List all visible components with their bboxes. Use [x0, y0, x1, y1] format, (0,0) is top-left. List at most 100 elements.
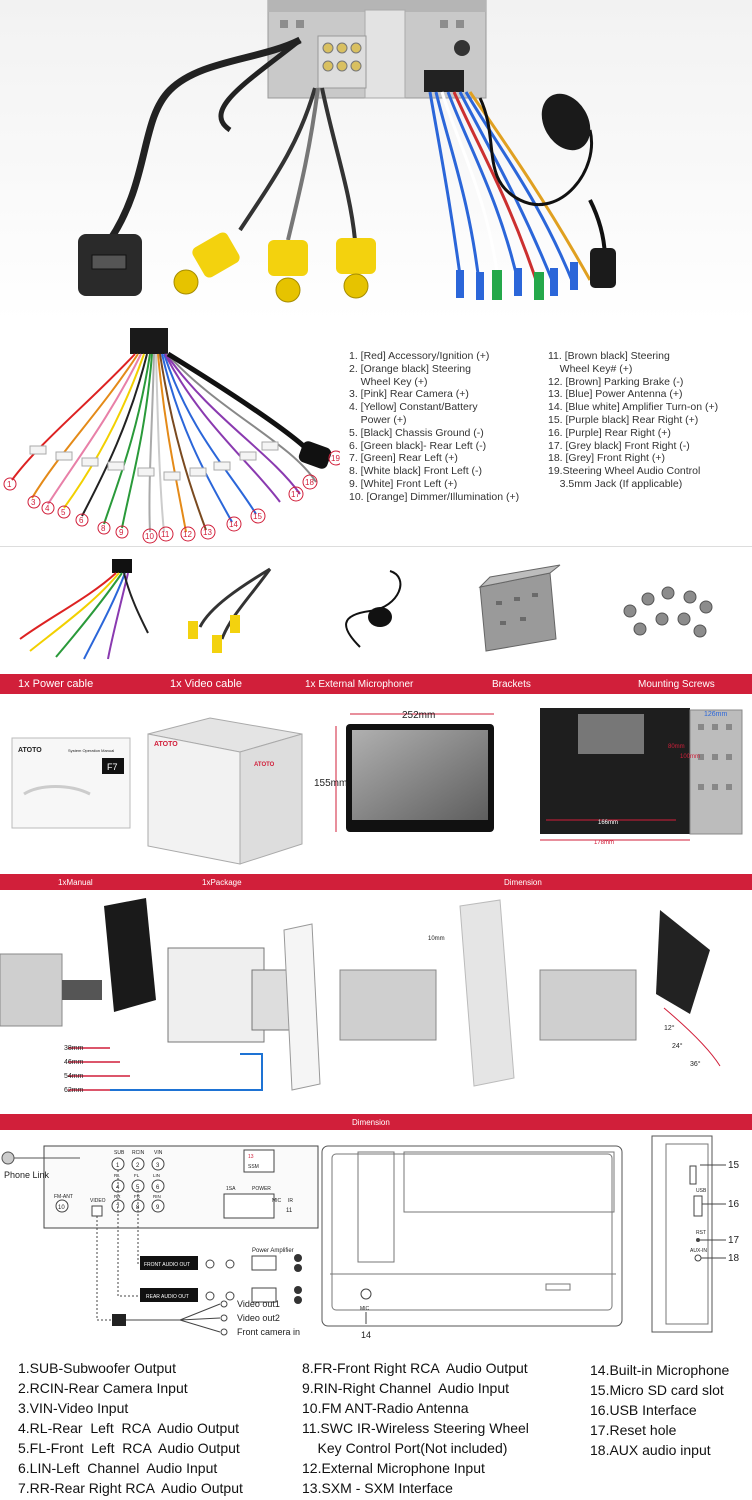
- dimension-label: Dimension: [504, 877, 542, 887]
- dimension-band-title: Dimension: [352, 1117, 390, 1127]
- legend-col-3: 14.Built-in Microphone 15.Micro SD card …: [590, 1360, 729, 1460]
- harness-legend-line: 9. [White] Front Left (+): [349, 477, 458, 490]
- package-section: ATOTO System Operation Manual F7 ATOTO A…: [0, 694, 752, 874]
- harness-legend-line: 13. [Blue] Power Antenna (+): [548, 388, 683, 401]
- mic-front-label: MIC: [360, 1306, 370, 1312]
- harness-legend-line: 14. [Blue white] Amplifier Turn-on (+): [548, 401, 719, 414]
- mic-num-14: 14: [361, 1330, 371, 1340]
- harness-num-4: 4: [45, 504, 50, 513]
- legend-item: 9.RIN-Right Channel Audio Input: [302, 1380, 510, 1396]
- port-10: 10: [58, 1205, 65, 1211]
- manual-brand: ATOTO: [18, 747, 42, 754]
- legend-item: 8.FR-Front Right RCA Audio Output: [302, 1360, 528, 1376]
- legend-item: 6.LIN-Left Channel Audio Input: [18, 1460, 218, 1476]
- body-w2: 178mm: [594, 840, 614, 846]
- fl-label: FL: [134, 1173, 140, 1178]
- harness-legend-line: 12. [Brown] Parking Brake (-): [548, 375, 684, 388]
- harness-legend-line: 16. [Purple] Rear Right (+): [548, 426, 671, 439]
- tilt-angle-36: 36°: [690, 1060, 701, 1068]
- harness-num-1: 1: [7, 480, 12, 489]
- video-out2-label: Video out2: [237, 1313, 280, 1323]
- harness-legend-line: 6. [Green black]- Rear Left (-): [349, 439, 487, 452]
- legend-col-2: 8.FR-Front Right RCA Audio Output 9.RIN-…: [302, 1358, 529, 1498]
- rst-label: RST: [696, 1230, 706, 1236]
- manual-model: F7: [107, 762, 118, 772]
- rcin-label: RCIN: [132, 1150, 145, 1156]
- package-illustration: ATOTO System Operation Manual F7 ATOTO A…: [11, 708, 743, 865]
- fm-ant-label: FM-ANT: [54, 1194, 73, 1200]
- harness-legend-line: 4. [Yellow] Constant/Battery: [349, 401, 478, 414]
- power-amp-label: Power Amplifier: [252, 1248, 294, 1254]
- accessories-section: [0, 546, 752, 674]
- power-label: POWER: [252, 1186, 271, 1192]
- harness-legend-line: 5. [Black] Chassis Ground (-): [349, 426, 484, 439]
- side-dim-38: 38mm: [64, 1045, 84, 1052]
- port-13: 13: [248, 1154, 254, 1160]
- sub-label: SUB: [114, 1150, 125, 1156]
- rear-audio-out-label: REAR AUDIO OUT: [146, 1294, 189, 1300]
- side-dim-62: 62mm: [64, 1087, 84, 1094]
- rr-label: RR: [114, 1194, 121, 1199]
- legend-item: 4.RL-Rear Left RCA Audio Output: [18, 1420, 240, 1436]
- manual-title: System Operation Manual: [68, 748, 114, 753]
- phone-link-label: Phone Link: [4, 1170, 50, 1180]
- harness-legend-line: 8. [White black] Front Left (-): [349, 465, 483, 478]
- legend-item: 10.FM ANT-Radio Antenna: [302, 1400, 469, 1416]
- harness-legend-line: 15. [Purple black] Rear Right (+): [548, 413, 699, 426]
- rin-label: RIN: [153, 1194, 161, 1199]
- ports-section: Phone Link FM-ANT 10 VIDEO SUB RCIN VIN …: [0, 1130, 752, 1352]
- port-11: 11: [286, 1208, 293, 1214]
- side-num-18: 18: [728, 1253, 740, 1264]
- port-6: 6: [156, 1185, 160, 1191]
- port-1: 1: [116, 1163, 120, 1169]
- tilt-angle-12: 12°: [664, 1024, 675, 1032]
- rl-label: RL: [114, 1173, 120, 1178]
- tilt-dims-section: 38mm 46mm 54mm 62mm 10mm 12° 24° 36°: [0, 890, 752, 1114]
- harness-num-5: 5: [61, 508, 66, 517]
- legend-item: 11.SWC IR-Wireless Steering Wheel: [302, 1420, 529, 1436]
- harness-num-19: 19: [331, 454, 340, 463]
- fr-label: FR: [134, 1194, 141, 1199]
- legend-item: 18.AUX audio input: [590, 1442, 711, 1458]
- harness-legend-line: 11. [Brown black] Steering: [548, 350, 670, 362]
- front-audio-out-label: FRONT AUDIO OUT: [144, 1262, 190, 1268]
- front-camera-label: Front camera in: [237, 1327, 300, 1337]
- tilt-dims-illustration: 38mm 46mm 54mm 62mm 10mm 12° 24° 36°: [0, 898, 721, 1094]
- legend-item: Key Control Port(Not included): [302, 1440, 508, 1456]
- accessories-band: 1x Power cable 1x Video cable 1x Externa…: [0, 674, 752, 694]
- legend-item: 14.Built-in Microphone: [590, 1362, 730, 1378]
- dimension-band: Dimension: [0, 1114, 752, 1130]
- harness-num-3: 3: [31, 498, 36, 507]
- box-brand-side: ATOTO: [254, 762, 275, 768]
- legend-item: 5.FL-Front Left RCA Audio Output: [18, 1440, 240, 1456]
- harness-legend-line: 2. [Orange black] Steering: [349, 362, 471, 375]
- legend-item: 12.External Microphone Input: [302, 1460, 485, 1476]
- rear-cables-photo: [0, 0, 752, 322]
- harness-legend-line: Wheel Key# (+): [548, 362, 633, 375]
- package-band: 1xManual 1xPackage Dimension: [0, 874, 752, 890]
- side-num-16: 16: [728, 1199, 740, 1210]
- body-depth: 126mm: [704, 711, 728, 718]
- box-brand: ATOTO: [154, 741, 178, 748]
- ssm-label: SSM: [248, 1164, 259, 1170]
- aux-label: AUX-IN: [690, 1248, 707, 1254]
- harness-legend-line: 19.Steering Wheel Audio Control: [548, 465, 701, 478]
- harness-legend-line: 17. [Grey black] Front Right (-): [548, 439, 690, 452]
- body-w1: 166mm: [598, 820, 618, 826]
- screws-label: Mounting Screws: [638, 678, 715, 690]
- harness-legend-line: 10. [Orange] Dimmer/Illumination (+): [349, 490, 520, 503]
- ir-port-label: IR: [288, 1198, 293, 1204]
- body-h2: 100mm: [680, 754, 700, 760]
- accessories-illustration: [19, 559, 713, 660]
- legend-item: 1.SUB-Subwoofer Output: [18, 1360, 176, 1376]
- ports-diagram: Phone Link FM-ANT 10 VIDEO SUB RCIN VIN …: [1, 1135, 740, 1340]
- manual-label: 1xManual: [58, 877, 93, 887]
- harness-legend-line: Wheel Key (+): [349, 375, 428, 388]
- tilt-gap: 10mm: [428, 936, 445, 942]
- legend-item: 2.RCIN-Rear Camera Input: [18, 1380, 188, 1396]
- legend-item: 17.Reset hole: [590, 1422, 677, 1438]
- harness-legend-line: Power (+): [349, 413, 407, 426]
- harness-legend-line: 3. [Pink] Rear Camera (+): [349, 388, 469, 401]
- package-label: 1xPackage: [202, 877, 242, 887]
- port-3: 3: [156, 1163, 160, 1169]
